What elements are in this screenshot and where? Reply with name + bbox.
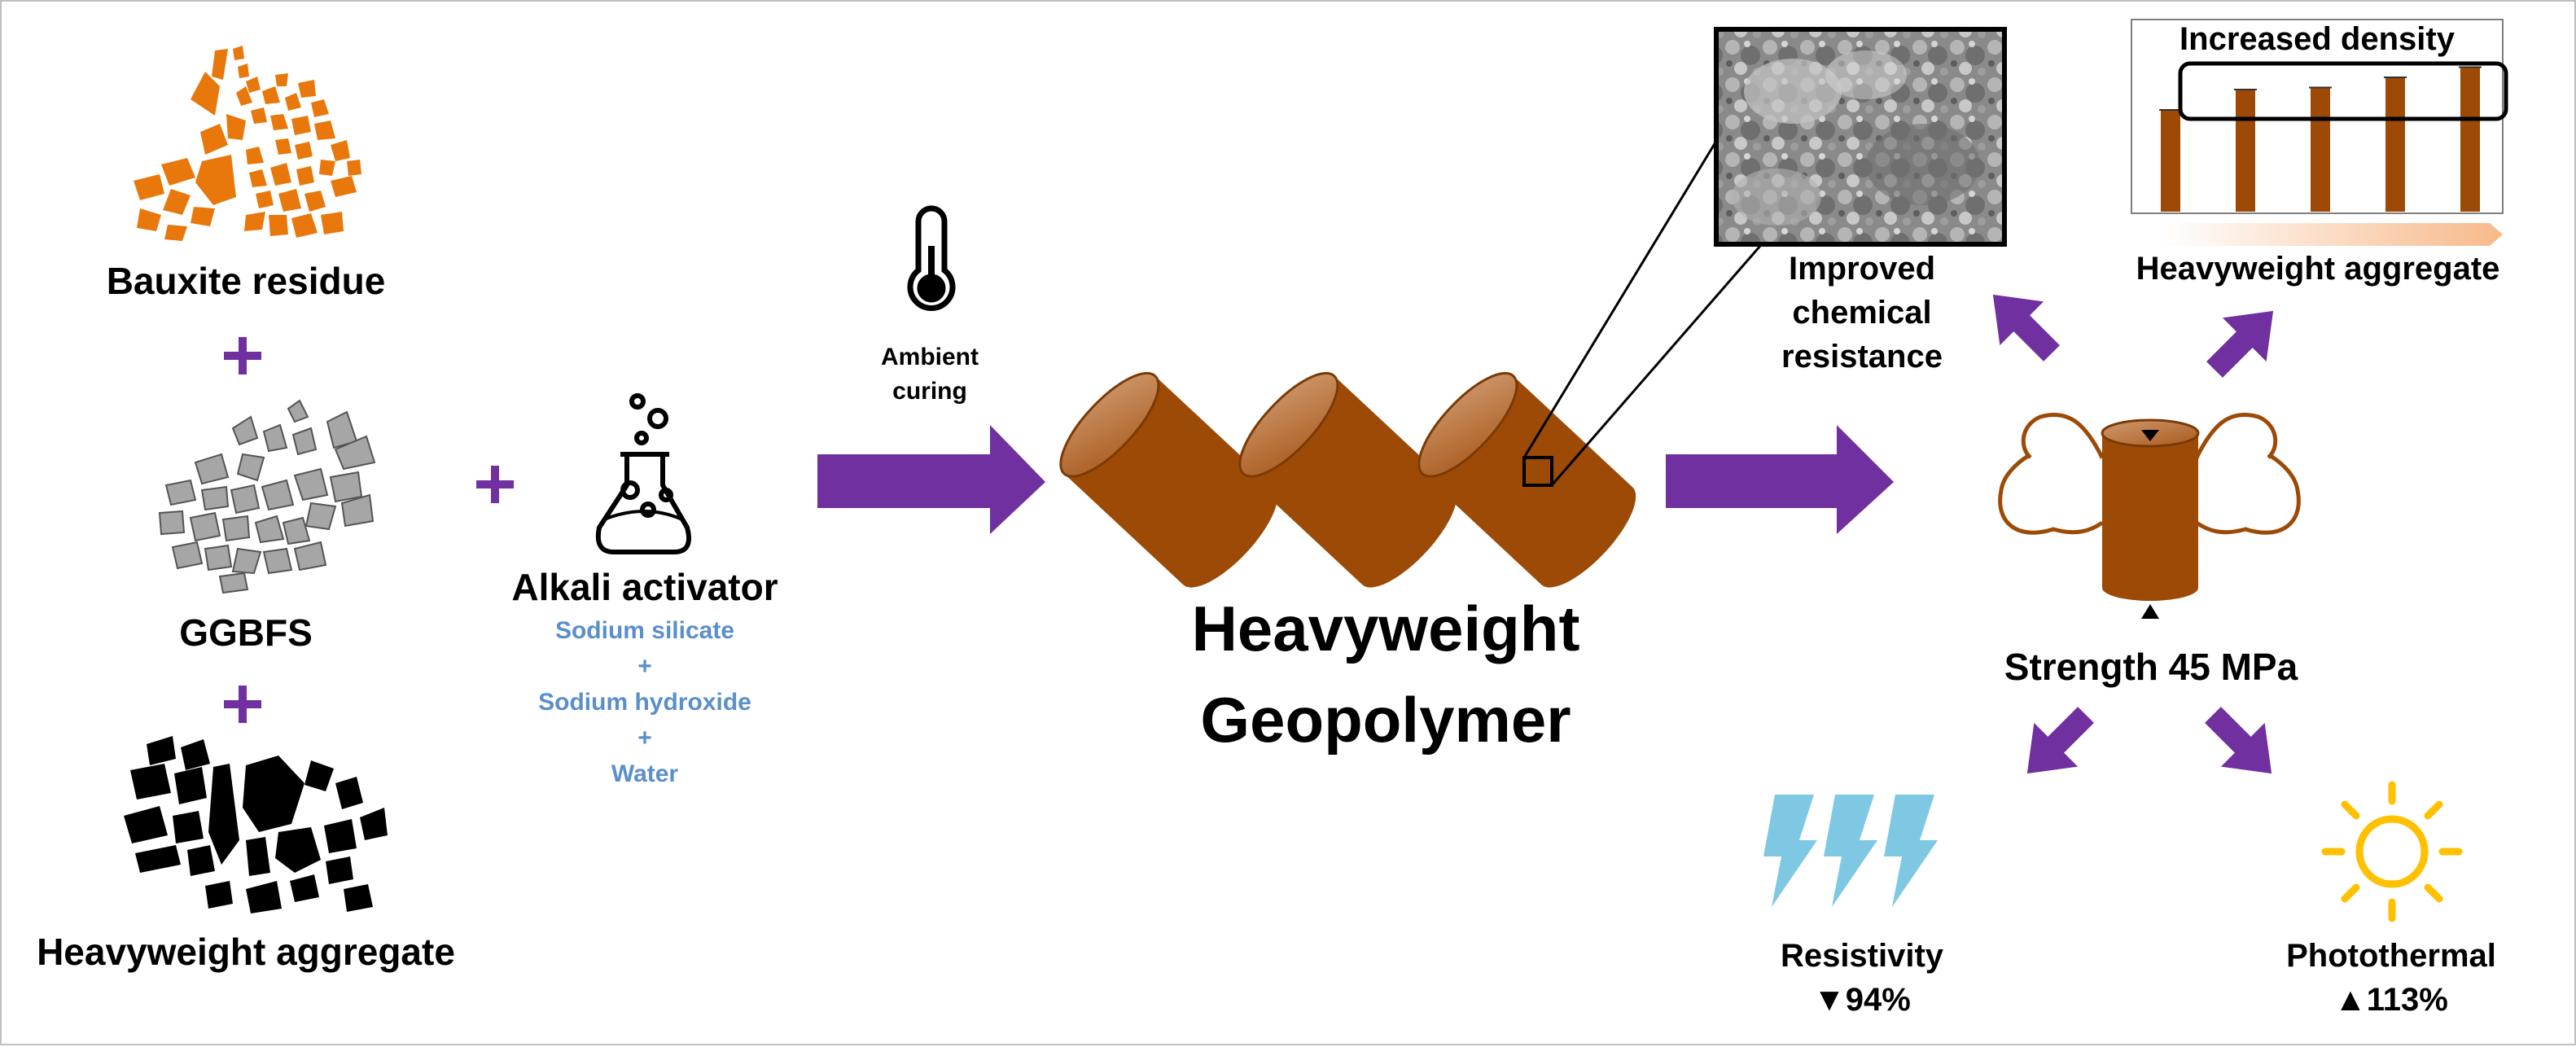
strength-figure-icon: [1998, 412, 2301, 619]
density-chart-title: Increased density: [2180, 21, 2455, 57]
zoom-line-1: [1522, 138, 1720, 458]
sem-micrograph-image: [1714, 27, 2007, 247]
density-bar-3: [2311, 87, 2330, 212]
density-bar-2: [2236, 90, 2255, 212]
thermometer-icon: [907, 205, 956, 311]
zoom-line-2: [1550, 245, 1762, 486]
chemical-resistance-line2: chemical: [1792, 295, 1932, 331]
zoom-region-box: [1522, 456, 1553, 487]
resistivity-label: Resistivity: [1780, 938, 1944, 974]
activator-plus-2: +: [637, 725, 652, 751]
resistivity-change: ▼94%: [1813, 982, 1911, 1018]
activator-sodium-hydroxide: Sodium hydroxide: [538, 689, 751, 716]
cylinder-sample-3: [1417, 371, 1636, 588]
cylinder-sample-1: [1059, 371, 1278, 588]
activator-plus-1: +: [637, 653, 652, 680]
strength-label: Strength 45 MPa: [2004, 646, 2298, 688]
density-bar-1: [2161, 110, 2180, 212]
ggbfs-label: GGBFS: [179, 611, 313, 654]
product-title-line1: Heavyweight: [1191, 593, 1580, 664]
photothermal-label: Photothermal: [2286, 938, 2496, 974]
arrow-down-right: [2205, 707, 2272, 774]
density-highlight-box: [2178, 61, 2508, 121]
product-title-line2: Geopolymer: [1200, 684, 1571, 756]
activator-sodium-silicate: Sodium silicate: [554, 617, 735, 644]
process-arrow-1: [817, 425, 1045, 534]
heavyweight-aggregate-label: Heavyweight aggregate: [37, 931, 455, 973]
process-arrow-2: [1666, 425, 1894, 534]
flask-icon: [595, 393, 691, 554]
chemical-resistance-line3: resistance: [1781, 339, 1943, 375]
ambient-curing-line1: Ambient: [881, 344, 979, 370]
cylinder-sample-2: [1238, 371, 1457, 588]
lightning-icon: [1763, 795, 1938, 907]
arrow-up-right: [2206, 310, 2274, 378]
density-bar-4: [2385, 77, 2405, 212]
bauxite-residue-label: Bauxite residue: [106, 260, 386, 302]
density-bars: [2159, 66, 2482, 212]
bauxite-residue-icon: [134, 46, 361, 241]
sun-icon: [2321, 781, 2463, 922]
chemical-resistance-line1: Improved: [1788, 251, 1936, 287]
density-chart: [2131, 19, 2508, 246]
plus-sign-1: [224, 337, 261, 375]
arrow-up-left: [1992, 294, 2060, 361]
alkali-activator-title: Alkali activator: [511, 566, 778, 608]
heavyweight-aggregate-icon: [124, 736, 388, 913]
ggbfs-icon: [158, 399, 376, 594]
arrow-down-left: [2026, 707, 2094, 774]
plus-sign-3: [476, 466, 514, 503]
photothermal-change: ▲113%: [2334, 982, 2448, 1018]
activator-water: Water: [611, 760, 679, 787]
aggregate-gradient-arrow: [2161, 223, 2503, 246]
ambient-curing-line2: curing: [892, 378, 967, 405]
density-chart-xlabel: Heavyweight aggregate: [2136, 251, 2500, 287]
plus-sign-2: [224, 686, 261, 723]
density-bar-5: [2460, 67, 2480, 212]
